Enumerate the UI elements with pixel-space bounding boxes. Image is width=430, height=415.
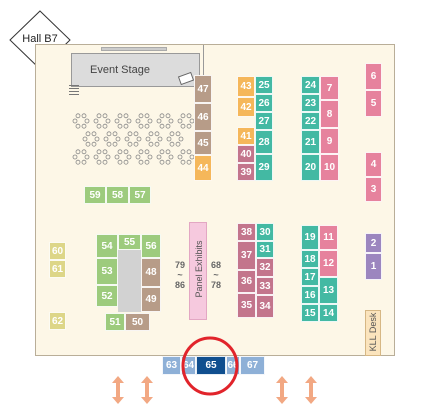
panel-exhibits[interactable]: Panel Exhibits <box>189 222 207 320</box>
booth-36[interactable]: 36 <box>237 270 256 293</box>
island-core <box>118 250 141 312</box>
booth-43[interactable]: 43 <box>237 76 255 97</box>
booth-6[interactable]: 6 <box>365 63 382 90</box>
booth-13[interactable]: 13 <box>319 277 338 304</box>
booth-34[interactable]: 34 <box>256 295 274 318</box>
range-79-top: 79 <box>174 260 185 270</box>
booth-17[interactable]: 17 <box>301 268 319 286</box>
event-stage-label: Event Stage <box>90 64 150 76</box>
booth-32[interactable]: 32 <box>256 258 274 277</box>
range-68-sep: ~ <box>213 270 219 280</box>
booth-25[interactable]: 25 <box>255 76 273 94</box>
range-68-bottom: 78 <box>210 280 221 290</box>
event-stage[interactable]: Event Stage <box>71 53 200 87</box>
booth-31[interactable]: 31 <box>256 241 274 258</box>
event-stage-top-bar <box>101 47 167 51</box>
booth-12[interactable]: 12 <box>319 250 338 277</box>
booth-58[interactable]: 58 <box>106 186 129 204</box>
booth-53[interactable]: 53 <box>96 258 118 285</box>
stage-stairs-left <box>69 85 79 97</box>
booth-15[interactable]: 15 <box>301 304 319 322</box>
booth-24[interactable]: 24 <box>301 76 320 94</box>
range-79-bottom: 86 <box>174 280 185 290</box>
booth-28[interactable]: 28 <box>255 130 273 154</box>
booth-63[interactable]: 63 <box>162 356 181 375</box>
booth-range-68-78: 68 ~ 78 <box>208 260 224 290</box>
booth-42[interactable]: 42 <box>237 97 255 117</box>
booth-29[interactable]: 29 <box>255 154 273 181</box>
booth-range-79-86: 79 ~ 86 <box>172 260 188 290</box>
exhibition-floor: Event Stage 47 46 45 44 43 42 41 40 39 2… <box>35 44 395 375</box>
booth-33[interactable]: 33 <box>256 277 274 295</box>
audience-seating <box>72 113 195 165</box>
entrance-arrow-1 <box>112 376 124 404</box>
booth-41[interactable]: 41 <box>237 127 255 145</box>
booth-47[interactable]: 47 <box>194 75 212 103</box>
booth-7[interactable]: 7 <box>320 76 339 100</box>
highlight-circle <box>181 336 239 396</box>
booth-20[interactable]: 20 <box>301 154 320 181</box>
booth-48[interactable]: 48 <box>141 258 161 287</box>
booth-39[interactable]: 39 <box>237 163 255 181</box>
booth-18[interactable]: 18 <box>301 250 319 268</box>
range-68-top: 68 <box>210 260 221 270</box>
booth-4[interactable]: 4 <box>365 152 382 177</box>
entrance-arrow-2 <box>141 376 153 404</box>
booth-5[interactable]: 5 <box>365 90 382 117</box>
booth-40[interactable]: 40 <box>237 145 255 163</box>
booth-61[interactable]: 61 <box>49 260 66 278</box>
booth-30[interactable]: 30 <box>256 223 274 241</box>
range-79-sep: ~ <box>177 270 183 280</box>
hall-name: Hall B7 <box>22 33 58 45</box>
booth-52[interactable]: 52 <box>96 285 118 307</box>
booth-37[interactable]: 37 <box>237 241 256 270</box>
panel-exhibits-label: Panel Exhibits <box>194 240 204 298</box>
booth-59[interactable]: 59 <box>84 186 106 204</box>
booth-16[interactable]: 16 <box>301 286 319 304</box>
booth-3[interactable]: 3 <box>365 177 382 202</box>
booth-19[interactable]: 19 <box>301 225 319 250</box>
booth-45[interactable]: 45 <box>194 131 212 155</box>
booth-60[interactable]: 60 <box>49 242 66 260</box>
booth-9[interactable]: 9 <box>320 128 339 154</box>
booth-2[interactable]: 2 <box>365 233 382 253</box>
booth-65[interactable]: 65 <box>196 356 226 375</box>
booth-14[interactable]: 14 <box>319 304 338 322</box>
booth-67[interactable]: 67 <box>240 356 265 375</box>
booth-10[interactable]: 10 <box>320 154 339 181</box>
booth-27[interactable]: 27 <box>255 112 273 130</box>
podium-icon <box>177 71 195 86</box>
entrance-arrow-4 <box>305 376 317 404</box>
kll-desk-label: KLL Desk <box>368 312 378 352</box>
booth-57[interactable]: 57 <box>129 186 151 204</box>
booth-50[interactable]: 50 <box>125 313 150 331</box>
kll-desk[interactable]: KLL Desk <box>365 310 381 356</box>
booth-55[interactable]: 55 <box>118 234 141 250</box>
booth-51[interactable]: 51 <box>105 313 125 331</box>
booth-21[interactable]: 21 <box>301 130 320 154</box>
booth-49[interactable]: 49 <box>141 287 161 312</box>
booth-54[interactable]: 54 <box>96 234 118 258</box>
booth-56[interactable]: 56 <box>141 234 161 258</box>
booth-22[interactable]: 22 <box>301 112 320 130</box>
entrance-arrow-3 <box>276 376 288 404</box>
booth-46[interactable]: 46 <box>194 103 212 131</box>
booth-23[interactable]: 23 <box>301 94 320 112</box>
booth-62[interactable]: 62 <box>49 312 66 330</box>
booth-8[interactable]: 8 <box>320 100 339 128</box>
booth-26[interactable]: 26 <box>255 94 273 112</box>
partition-line <box>203 45 204 75</box>
booth-44[interactable]: 44 <box>194 155 212 181</box>
booth-38[interactable]: 38 <box>237 223 256 241</box>
booth-35[interactable]: 35 <box>237 293 256 318</box>
booth-1[interactable]: 1 <box>365 253 382 280</box>
booth-11[interactable]: 11 <box>319 225 338 250</box>
